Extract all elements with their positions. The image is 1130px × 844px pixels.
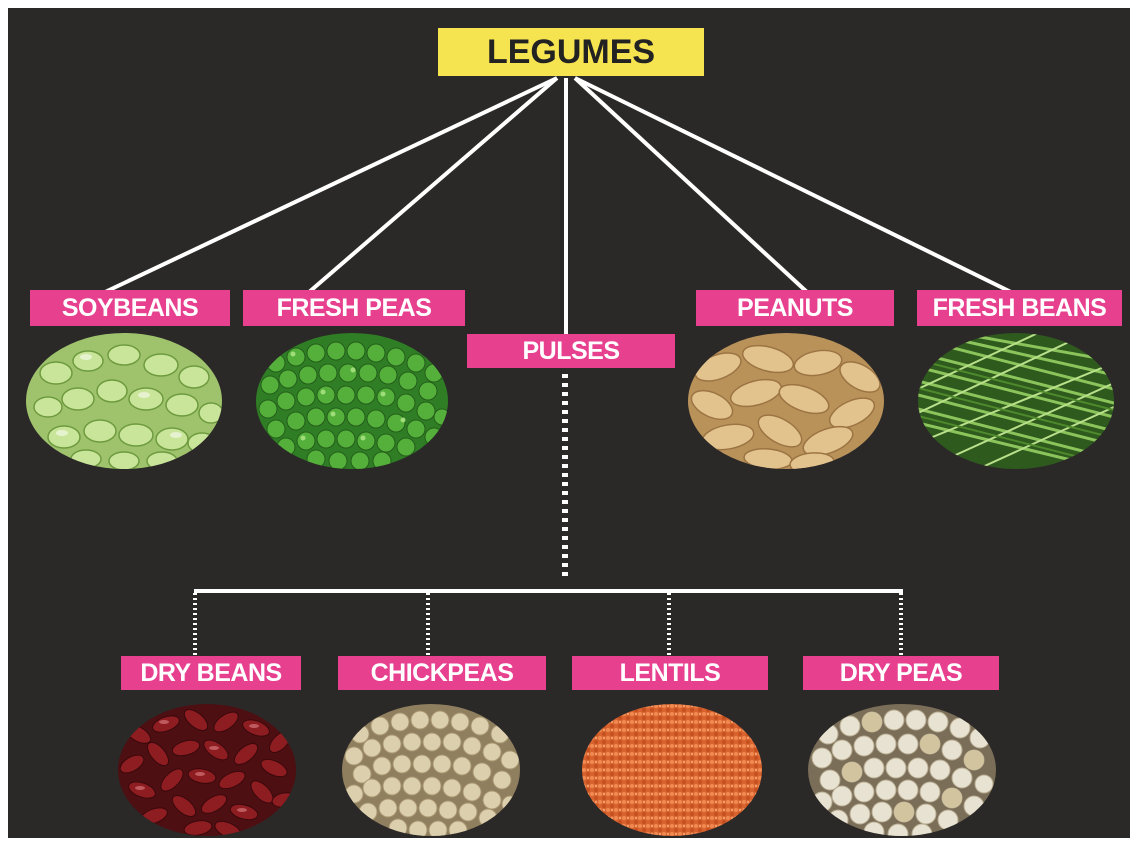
- label-dry-peas: DRY PEAS: [803, 656, 999, 690]
- label-fresh-beans: FRESH BEANS: [917, 290, 1122, 326]
- label-chickpeas: CHICKPEAS: [338, 656, 546, 690]
- connector-fresh-peas: [308, 78, 557, 293]
- connector-fresh-beans: [575, 78, 1013, 293]
- fresh-peas-image: [256, 333, 448, 469]
- label-pulses: PULSES: [467, 334, 675, 368]
- soybeans-image: [26, 333, 222, 469]
- lentils-image: [582, 704, 762, 836]
- label-peanuts: PEANUTS: [696, 290, 894, 326]
- diagram-canvas: LEGUMES SOYBEANS FRESH PEAS PULSES PEANU…: [8, 8, 1130, 838]
- chickpeas-image: [342, 704, 520, 836]
- dry-peas-image: [808, 704, 996, 836]
- legumes-title: LEGUMES: [438, 28, 704, 76]
- connector-soybeans: [103, 78, 557, 293]
- fresh-beans-image: [918, 333, 1114, 469]
- connector-peanuts: [575, 78, 808, 293]
- dry-beans-image: [118, 704, 296, 836]
- label-dry-beans: DRY BEANS: [121, 656, 301, 690]
- label-soybeans: SOYBEANS: [30, 290, 230, 326]
- label-lentils: LENTILS: [572, 656, 768, 690]
- label-fresh-peas: FRESH PEAS: [243, 290, 465, 326]
- peanuts-image: [688, 333, 884, 469]
